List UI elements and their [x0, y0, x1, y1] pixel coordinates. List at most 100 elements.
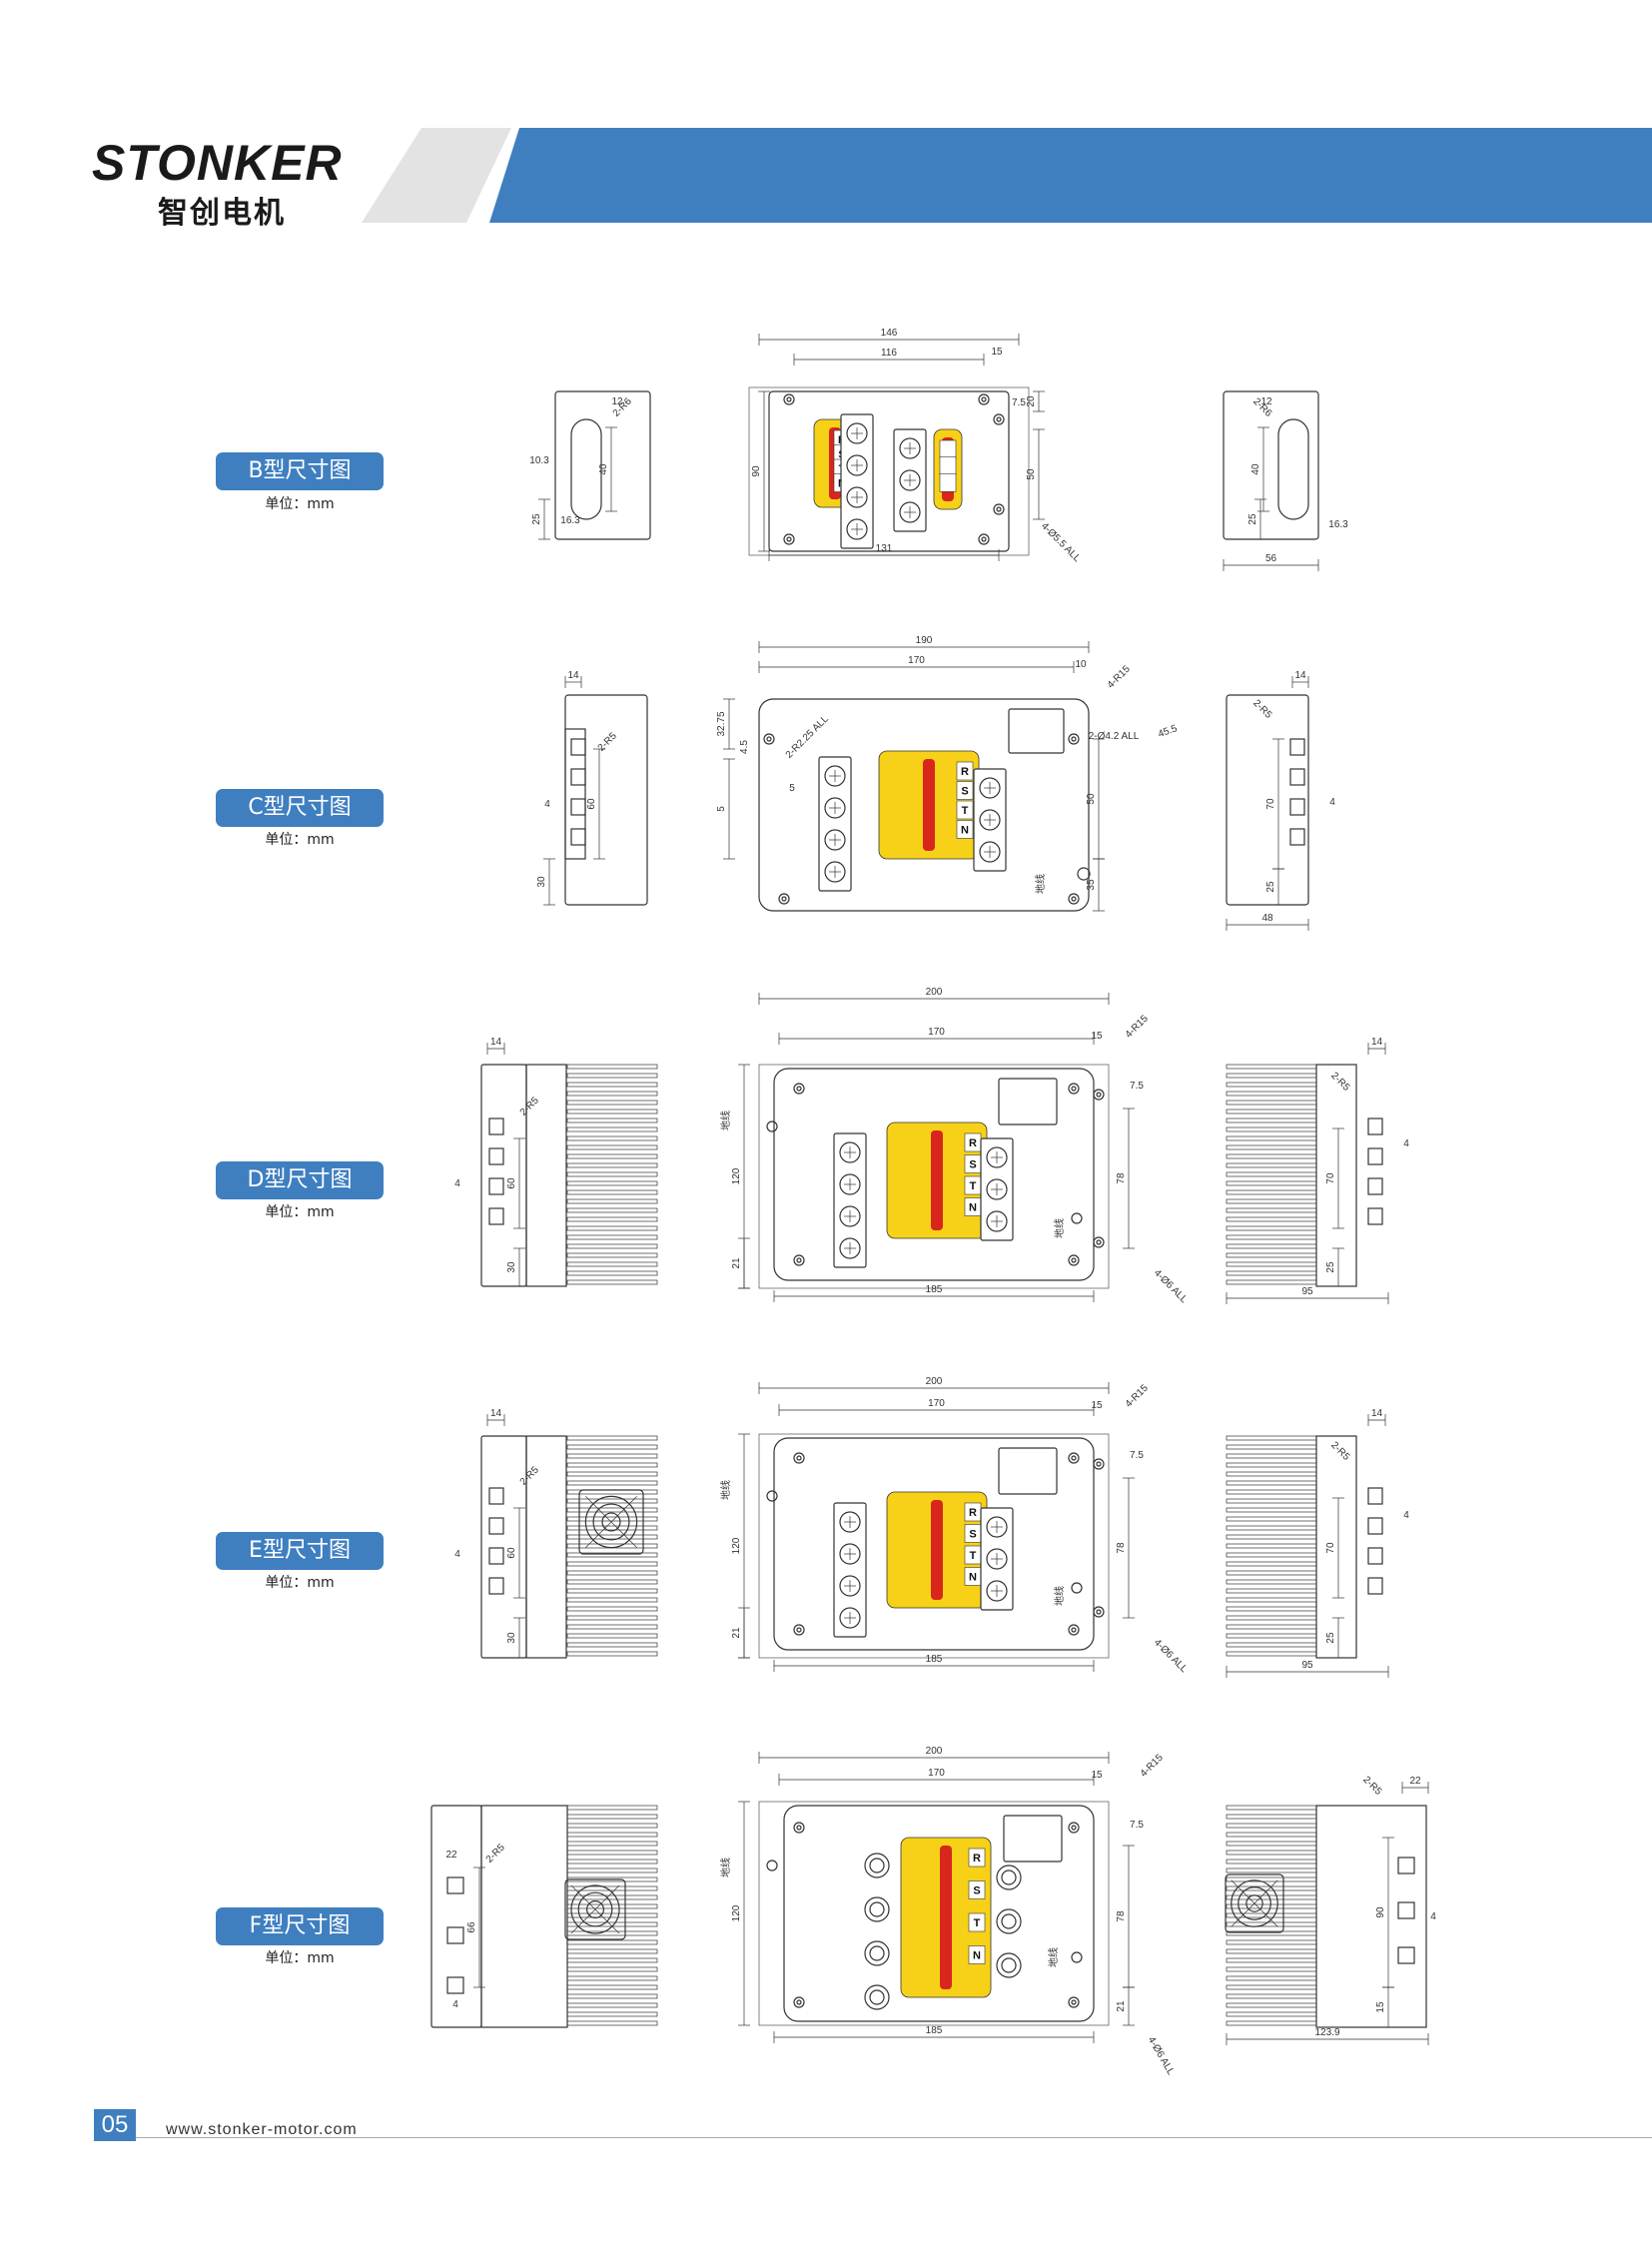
fan-ring — [570, 1884, 620, 1934]
dimension-label: 60 — [506, 1547, 517, 1559]
heatsink-fin — [566, 1633, 658, 1639]
dimension-label: 15 — [1091, 1400, 1103, 1411]
power-stud-inner — [1001, 1869, 1017, 1885]
terminal-screw-icon — [846, 422, 868, 444]
heatsink-fin — [1226, 1261, 1317, 1267]
heatsink-fin — [566, 1225, 658, 1231]
terminal-slot — [1367, 1547, 1383, 1565]
terminal-letter: S — [969, 1529, 976, 1541]
ground-screw-icon — [1071, 1951, 1083, 1963]
power-stud-icon — [864, 1896, 890, 1922]
mount-hole-inner — [981, 396, 987, 402]
dimension-label: 78 — [1116, 1542, 1127, 1554]
power-stud-icon — [864, 1853, 890, 1878]
terminal-letter: R — [969, 1137, 977, 1149]
section-label-c: C型尺寸图 — [216, 789, 384, 827]
heatsink-fin — [1226, 1225, 1317, 1231]
mount-hole-inner — [796, 1257, 802, 1263]
terminal-slot — [1289, 828, 1305, 846]
heatsink-fin — [566, 1180, 658, 1186]
input-terminal-block — [833, 1132, 867, 1268]
fan-grill — [570, 1884, 620, 1934]
heatsink-fin — [1226, 2011, 1317, 2017]
mount-hole-inner — [796, 1999, 802, 2005]
terminal-slot — [446, 1876, 464, 1894]
terminal-slot — [1289, 768, 1305, 786]
heatsink-fin — [1226, 1805, 1317, 1811]
slot — [570, 418, 602, 520]
dimension-label: 90 — [751, 465, 762, 477]
heatsink-fin — [566, 1597, 658, 1603]
dimension-label: 185 — [926, 1654, 943, 1665]
power-stud-inner — [869, 1945, 885, 1961]
mount-hole-inner — [766, 736, 772, 742]
mount-hole-icon — [1068, 1822, 1080, 1834]
heatsink-fin — [566, 1957, 658, 1963]
mounting-plate — [758, 1801, 1110, 2026]
heatsink-fin — [566, 1144, 658, 1150]
heatsink-fin — [1226, 1453, 1317, 1459]
heatsink-fin — [1226, 1642, 1317, 1648]
mount-hole-inner — [1096, 1609, 1102, 1615]
terminal-slot — [1397, 1857, 1415, 1874]
brand-name-cn: 智创电机 — [158, 196, 286, 231]
terminal-slot — [570, 798, 586, 816]
terminal-slot — [488, 1118, 504, 1135]
heatsink-fin — [1226, 1198, 1317, 1204]
heatsink-fin — [566, 1261, 658, 1267]
mount-hole-inner — [1096, 1461, 1102, 1467]
heatsink-fin — [1226, 1570, 1317, 1576]
terminal-screw-icon — [979, 777, 1001, 799]
warning-label — [933, 428, 963, 510]
fan-ring — [577, 1891, 613, 1927]
heatsink-fin — [566, 1153, 658, 1159]
heatsink-fin — [1226, 1525, 1317, 1531]
terminal-letter: R — [961, 766, 969, 778]
dimension-label: 48 — [1261, 913, 1273, 924]
dimension-label: 30 — [506, 1261, 517, 1273]
terminal-letter-box — [939, 473, 957, 492]
dimension-label: 95 — [1301, 1660, 1313, 1671]
heatsink-fin — [1226, 1082, 1317, 1088]
brand-name: STONKER — [92, 135, 343, 191]
dimension-label: 14 — [1294, 670, 1306, 681]
power-stud-inner — [1001, 1957, 1017, 1973]
heatsink-fin — [1226, 1832, 1317, 1838]
ground-screw-icon — [766, 1120, 778, 1132]
dimension-label: 35 — [1086, 879, 1097, 891]
dimension-label: 10 — [1075, 659, 1087, 670]
header-banner — [489, 128, 1652, 223]
mount-hole-inner — [996, 506, 1002, 512]
input-terminal-block — [833, 1502, 867, 1638]
heatsink-fin — [1226, 1921, 1317, 1927]
terminal-slot — [1367, 1577, 1383, 1595]
mount-hole-inner — [1096, 1092, 1102, 1098]
dimension-label: 地线 — [1047, 1947, 1060, 1967]
fan-hub — [1245, 1894, 1263, 1912]
heatsink-fin — [1226, 1243, 1317, 1249]
side-view-right — [1223, 390, 1319, 540]
heatsink-fin — [1226, 1153, 1317, 1159]
terminal-screw-icon — [986, 1178, 1008, 1200]
ground-screw-icon — [766, 1860, 778, 1871]
section-label-e: E型尺寸图 — [216, 1532, 384, 1570]
fan-icon — [564, 1878, 626, 1940]
mount-hole-inner — [1071, 1455, 1077, 1461]
dimension-label: 14 — [490, 1408, 502, 1419]
heatsink-fin — [1226, 1252, 1317, 1258]
heatsink-fin — [1226, 1966, 1317, 1972]
dimension-label: 185 — [926, 1284, 943, 1295]
heatsink-fin — [566, 1162, 658, 1168]
heatsink-fin — [566, 1109, 658, 1115]
unit-d: 单位：mm — [265, 1204, 335, 1220]
dimension-label: 15 — [1375, 2001, 1386, 2013]
heatsink-fin — [566, 1930, 658, 1936]
heatsink-fin — [1226, 1624, 1317, 1630]
fan-ring — [584, 1495, 638, 1549]
brand-logo: STONKER 智创电机 — [92, 128, 372, 231]
terminal-slot — [446, 1926, 464, 1944]
terminal-letter-box — [939, 456, 957, 475]
footer-divider — [136, 2137, 1652, 2138]
heatsink-fin — [566, 1552, 658, 1558]
heatsink-fin — [566, 1462, 658, 1468]
